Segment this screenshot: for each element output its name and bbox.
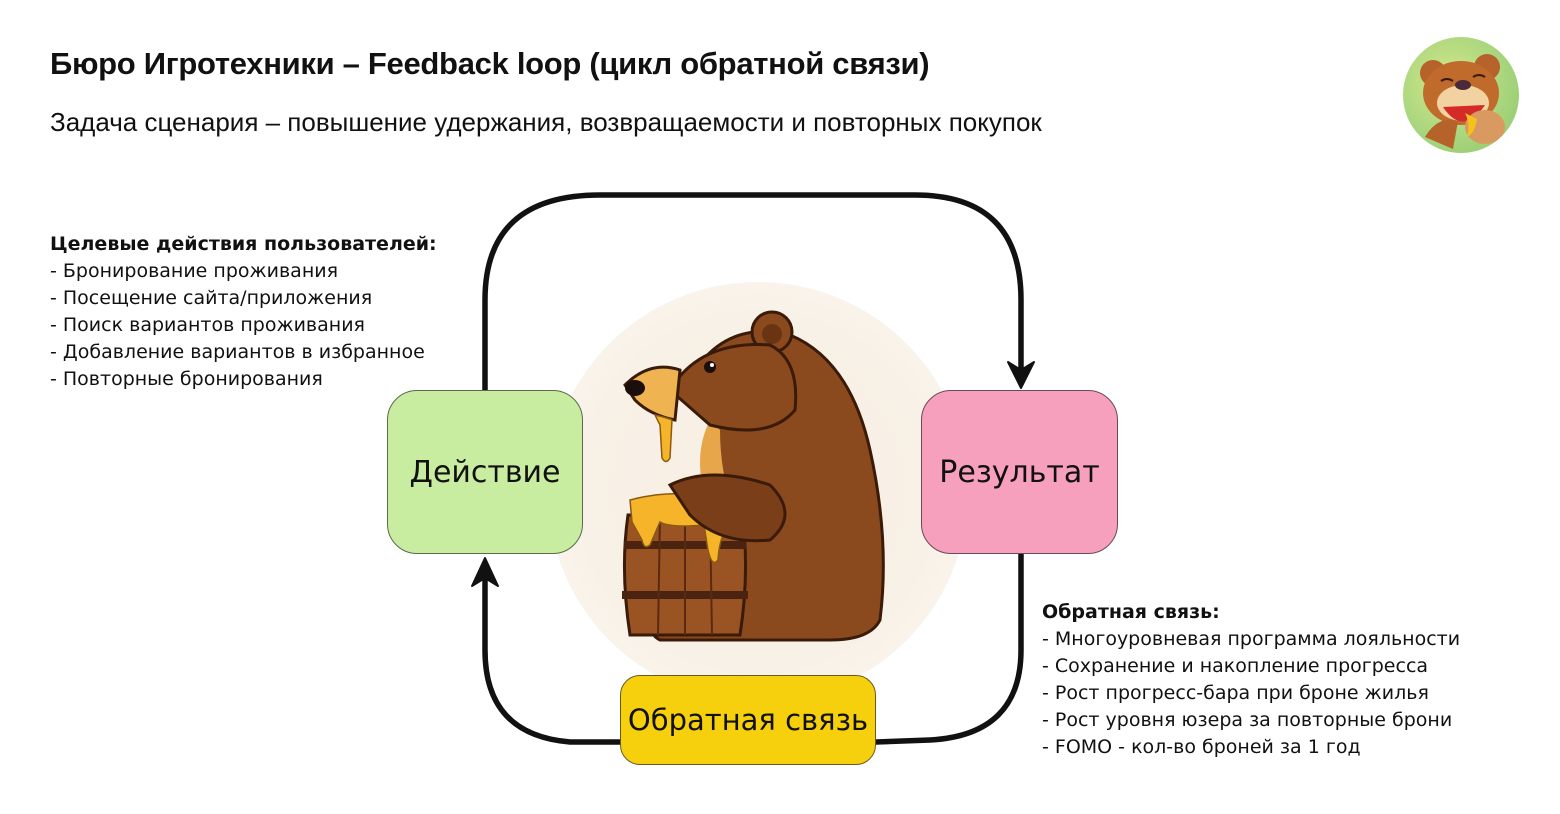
target-action-item: - Добавление вариантов в избранное: [50, 341, 425, 363]
feedback-detail-item: - Рост прогресс-бара при броне жилья: [1042, 682, 1429, 704]
target-action-item: - Посещение сайта/приложения: [50, 287, 373, 309]
feedback-detail-item: - FOMO - кол-во броней за 1 год: [1042, 736, 1361, 758]
target-action-item: - Бронирование проживания: [50, 260, 339, 282]
feedback-detail-item: - Рост уровня юзера за повторные брони: [1042, 709, 1453, 731]
target-actions-panel: Целевые действия пользователей: - Бронир…: [50, 231, 437, 393]
feedback-details-heading: Обратная связь:: [1042, 601, 1220, 623]
page-title: Бюро Игротехники – Feedback loop (цикл о…: [50, 46, 930, 81]
target-actions-heading: Целевые действия пользователей:: [50, 233, 437, 255]
loop-node-label: Действие: [409, 454, 561, 490]
loop-node-label: Обратная связь: [627, 703, 869, 737]
loop-node-feedback: Обратная связь: [620, 675, 876, 765]
bear-hugging-honey-barrel-icon: [600, 300, 900, 655]
loop-node-action: Действие: [387, 390, 583, 554]
bear-eating-honey-avatar-icon: [1403, 37, 1519, 153]
feedback-details-panel: Обратная связь: - Многоуровневая програм…: [1042, 599, 1460, 761]
page-subtitle: Задача сценария – повышение удержания, в…: [50, 107, 1042, 137]
feedback-detail-item: - Сохранение и накопление прогресса: [1042, 655, 1429, 677]
loop-node-label: Результат: [939, 454, 1100, 490]
target-action-item: - Повторные бронирования: [50, 368, 323, 390]
feedback-detail-item: - Многоуровневая программа лояльности: [1042, 628, 1461, 650]
target-action-item: - Поиск вариантов проживания: [50, 314, 365, 336]
loop-node-result: Результат: [921, 390, 1118, 554]
